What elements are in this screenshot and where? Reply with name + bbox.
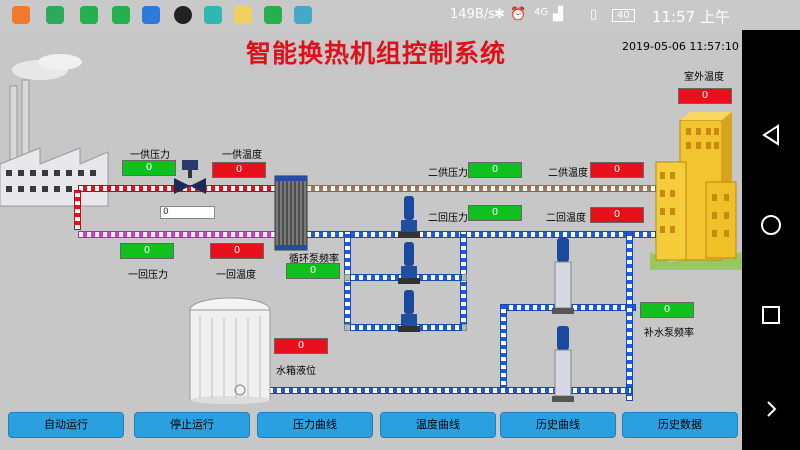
sim-icon: ▯ — [590, 7, 598, 22]
makeup-pump-1-icon — [552, 238, 574, 314]
network-type: 4G — [534, 7, 549, 18]
secondary-return-pipe — [306, 231, 656, 238]
signal-icon: ▟ — [553, 7, 563, 22]
back-icon[interactable] — [760, 124, 782, 146]
status-bar: 149B/s ✱ ⏰ 4G ▟ ▯ 40 11:57 上午 — [0, 0, 800, 30]
temperature-curve-button[interactable]: 温度曲线 — [380, 412, 496, 438]
primary-return-temp-label: 一回温度 — [216, 270, 256, 281]
makeup-pump-2-icon — [552, 326, 574, 402]
primary-supply-riser — [74, 190, 81, 230]
broom-app-icon — [142, 6, 160, 24]
primary-return-pipe — [78, 231, 278, 238]
history-data-button[interactable]: 历史数据 — [622, 412, 738, 438]
app-icon-orange — [12, 6, 30, 24]
primary-supply-pressure-value: 0 — [122, 160, 176, 176]
history-curve-button[interactable]: 历史曲线 — [500, 412, 616, 438]
shield-app-icon — [80, 6, 98, 24]
circ-pump-freq-value: 0 — [286, 263, 340, 279]
makeup-line-right — [626, 231, 633, 401]
page-title: 智能换热机组控制系统 — [246, 39, 507, 68]
secondary-supply-temp-value: 0 — [590, 162, 644, 178]
pump-manifold-left — [344, 231, 351, 331]
primary-return-pressure-value: 0 — [120, 243, 174, 259]
battery-indicator: 40 — [612, 9, 635, 22]
wifi-app-icon — [46, 6, 64, 24]
alarm-icon: ⏰ — [510, 7, 527, 22]
secondary-supply-pressure-value: 0 — [468, 162, 522, 178]
shield-app-icon-2 — [112, 6, 130, 24]
primary-supply-temp-label: 一供温度 — [222, 150, 262, 161]
tank-level-label: 水箱液位 — [276, 366, 316, 377]
primary-return-pressure-label: 一回压力 — [128, 270, 168, 281]
outdoor-temp-value: 0 — [678, 88, 732, 104]
hmi-panel: 智能换热机组控制系统 2019-05-06 11:57:10 — [0, 30, 742, 450]
primary-supply-temp-value: 0 — [212, 162, 266, 178]
gallery-app-icon — [294, 6, 312, 24]
network-speed: 149B/s — [450, 7, 495, 22]
home-icon[interactable] — [760, 214, 782, 236]
settings-app-icon — [204, 6, 222, 24]
secondary-supply-pipe — [306, 185, 656, 192]
shield-app-icon-3 — [264, 6, 282, 24]
secondary-return-temp-label: 二回温度 — [546, 213, 586, 224]
outdoor-temp-label: 室外温度 — [684, 72, 724, 83]
factory-icon — [0, 54, 109, 207]
pump-manifold-right — [460, 231, 467, 331]
clock: 11:57 上午 — [652, 8, 730, 26]
chevron-right-icon[interactable] — [760, 398, 782, 420]
navigation-bar — [742, 30, 800, 450]
primary-return-temp-value: 0 — [210, 243, 264, 259]
heat-exchanger-icon — [274, 175, 308, 251]
secondary-return-pressure-label: 二回压力 — [428, 213, 468, 224]
circ-pump-freq-label: 循环泵频率 — [289, 254, 339, 265]
tank-level-value: 0 — [274, 338, 328, 354]
folder-app-icon — [234, 6, 252, 24]
control-valve-icon — [174, 160, 206, 194]
stop-run-button[interactable]: 停止运行 — [134, 412, 250, 438]
primary-supply-pressure-label: 一供压力 — [130, 150, 170, 161]
penguin-app-icon — [174, 6, 192, 24]
secondary-supply-pressure-label: 二供压力 — [428, 168, 468, 179]
circulation-pump-3-icon — [398, 290, 420, 332]
recents-icon[interactable] — [760, 304, 782, 326]
makeup-pump-freq-label: 补水泵频率 — [644, 328, 694, 339]
datetime: 2019-05-06 11:57:10 — [622, 40, 739, 53]
buildings-icon — [650, 112, 742, 270]
water-tank-icon — [189, 297, 271, 404]
pressure-curve-button[interactable]: 压力曲线 — [257, 412, 373, 438]
valve-opening-input[interactable]: 0 — [160, 206, 215, 219]
makeup-line-bottom — [260, 387, 632, 394]
makeup-pump-freq-value: 0 — [640, 302, 694, 318]
circulation-pump-2-icon — [398, 242, 420, 284]
secondary-return-temp-value: 0 — [590, 207, 644, 223]
auto-run-button[interactable]: 自动运行 — [8, 412, 124, 438]
secondary-supply-temp-label: 二供温度 — [548, 168, 588, 179]
bluetooth-icon: ✱ — [494, 7, 505, 22]
makeup-line-left — [500, 304, 507, 394]
circulation-pump-1-icon — [398, 196, 420, 238]
secondary-return-pressure-value: 0 — [468, 205, 522, 221]
